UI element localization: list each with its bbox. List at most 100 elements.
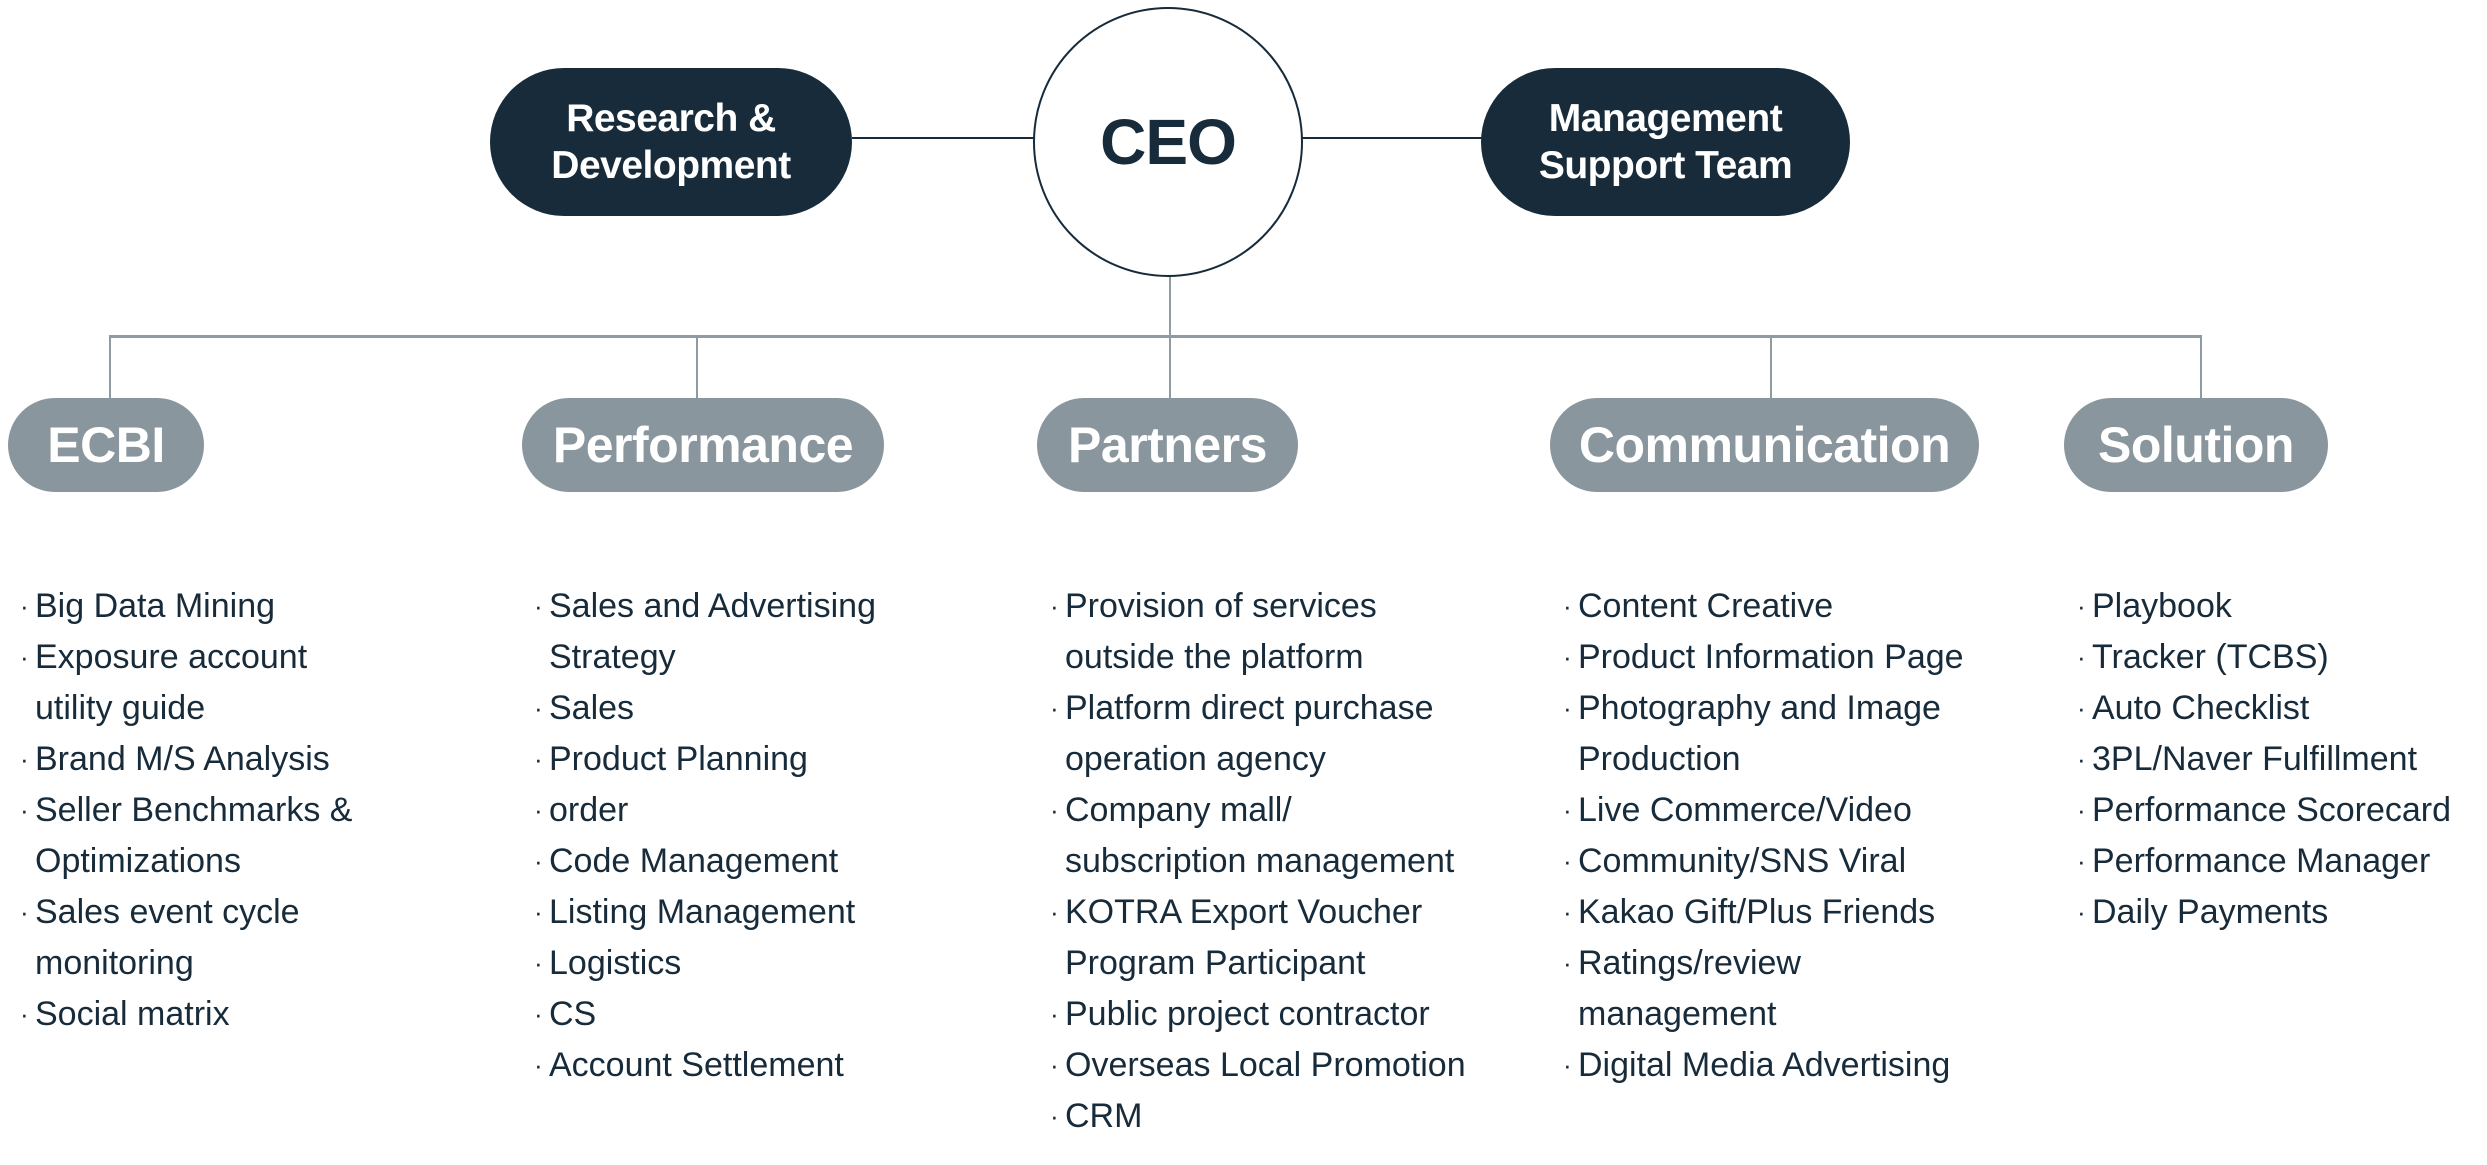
rnd-label: Research & Development	[551, 97, 791, 187]
task-item: ·3PL/Naver Fulfillment	[2077, 734, 2451, 785]
task-item: ·Community/SNS Viral	[1563, 836, 1964, 887]
task-item: ·CS	[534, 989, 876, 1040]
task-label: CRM	[1065, 1097, 1143, 1135]
bullet-icon: ·	[1050, 795, 1059, 825]
connector-ceo-mgmt	[1299, 137, 1482, 139]
bullet-icon: ·	[1050, 999, 1059, 1029]
bullet-icon: ·	[1563, 948, 1572, 978]
task-label: Sales event cycle monitoring	[35, 893, 300, 982]
bullet-icon: ·	[2077, 897, 2086, 927]
task-item: ·Seller Benchmarks & Optimizations	[20, 785, 353, 887]
task-item: ·Account Settlement	[534, 1040, 876, 1091]
bullet-icon: ·	[2077, 744, 2086, 774]
task-item: ·Big Data Mining	[20, 581, 352, 632]
task-label: Big Data Mining	[35, 587, 276, 625]
bullet-icon: ·	[1563, 642, 1572, 672]
task-label: Social matrix	[35, 995, 230, 1033]
dept-label: Partners	[1068, 417, 1267, 473]
bullet-icon: ·	[1050, 1050, 1059, 1080]
bullet-icon: ·	[1050, 591, 1059, 621]
task-item: ·Kakao Gift/Plus Friends	[1563, 887, 1964, 938]
connector-ecbi	[109, 335, 111, 399]
connector-communication	[1770, 335, 1772, 399]
bullet-icon: ·	[20, 897, 29, 927]
bullet-icon: ·	[1050, 897, 1059, 927]
task-item: ·Sales event cycle monitoring	[20, 887, 352, 989]
task-item: ·Tracker (TCBS)	[2077, 632, 2451, 683]
management-support-label: Management Support Team	[1538, 97, 1793, 187]
bullet-icon: ·	[534, 846, 543, 876]
bullet-icon: ·	[1050, 1101, 1059, 1131]
bullet-icon: ·	[2077, 693, 2086, 723]
task-label: Code Management	[549, 842, 839, 880]
dept-solution: Solution	[2064, 398, 2328, 492]
bullet-icon: ·	[2077, 846, 2086, 876]
task-item: ·Overseas Local Promotion	[1050, 1040, 1466, 1091]
task-item: ·Logistics	[534, 938, 876, 989]
task-label: Brand M/S Analysis	[35, 740, 330, 778]
task-label: Sales and Advertising Strategy	[549, 587, 876, 676]
task-label: Auto Checklist	[2092, 689, 2310, 727]
bullet-icon: ·	[2077, 591, 2086, 621]
bullet-icon: ·	[1563, 591, 1572, 621]
task-label: Product Planning	[549, 740, 808, 778]
task-label: Company mall/ subscription management	[1065, 791, 1455, 880]
task-item: ·Playbook	[2077, 581, 2451, 632]
task-item: ·Live Commerce/Video	[1563, 785, 1964, 836]
task-label: Provision of services outside the platfo…	[1065, 587, 1377, 676]
task-item: ·Digital Media Advertising	[1563, 1040, 1964, 1091]
task-item: ·Company mall/ subscription management	[1050, 785, 1466, 887]
dept-partners: Partners	[1037, 398, 1298, 492]
task-item: ·Ratings/review management	[1563, 938, 1964, 1040]
connector-performance	[696, 335, 698, 399]
bullet-icon: ·	[534, 1050, 543, 1080]
task-item: ·Photography and Image Production	[1563, 683, 1964, 785]
connector-solution	[2200, 335, 2202, 399]
management-support-node: Management Support Team	[1481, 68, 1850, 216]
task-label: Community/SNS Viral	[1578, 842, 1907, 880]
task-item: ·Performance Scorecard	[2077, 785, 2452, 836]
task-label: Product Information Page	[1578, 638, 1964, 676]
bullet-icon: ·	[20, 795, 29, 825]
rnd-node: Research & Development	[490, 68, 852, 216]
task-label: Sales	[549, 689, 635, 727]
task-label: Seller Benchmarks & Optimizations	[35, 791, 353, 880]
bullet-icon: ·	[20, 999, 29, 1029]
task-label: Tracker (TCBS)	[2092, 638, 2329, 676]
task-label: Performance Manager	[2092, 842, 2431, 880]
bullet-icon: ·	[534, 948, 543, 978]
task-item: ·Sales and Advertising Strategy	[534, 581, 876, 683]
task-item: ·Exposure account utility guide	[20, 632, 352, 734]
dept-label: Communication	[1578, 417, 1951, 473]
bullet-icon: ·	[1563, 1050, 1572, 1080]
dept-communication: Communication	[1550, 398, 1979, 492]
ceo-label: CEO	[1100, 106, 1237, 178]
performance-task-list: ·Sales and Advertising Strategy·Sales·Pr…	[534, 581, 876, 1091]
task-label: Listing Management	[549, 893, 856, 931]
task-item: ·Public project contractor	[1050, 989, 1466, 1040]
bullet-icon: ·	[20, 642, 29, 672]
bullet-icon: ·	[20, 744, 29, 774]
connector-rnd-ceo	[852, 137, 1035, 139]
task-label: Performance Scorecard	[2092, 791, 2452, 829]
bullet-icon: ·	[2077, 642, 2086, 672]
task-label: Ratings/review management	[1578, 944, 1801, 1033]
task-label: KOTRA Export Voucher Program Participant	[1065, 893, 1423, 982]
task-item: ·KOTRA Export Voucher Program Participan…	[1050, 887, 1466, 989]
task-item: ·Daily Payments	[2077, 887, 2451, 938]
task-item: ·Sales	[534, 683, 876, 734]
task-label: order	[549, 791, 629, 829]
task-label: Exposure account utility guide	[35, 638, 308, 727]
task-label: 3PL/Naver Fulfillment	[2092, 740, 2418, 778]
bullet-icon: ·	[534, 795, 543, 825]
bullet-icon: ·	[1050, 693, 1059, 723]
task-item: ·Provision of services outside the platf…	[1050, 581, 1466, 683]
task-label: Digital Media Advertising	[1578, 1046, 1951, 1084]
task-item: ·Social matrix	[20, 989, 352, 1040]
solution-task-list: ·Playbook·Tracker (TCBS)·Auto Checklist·…	[2077, 581, 2452, 938]
task-label: Daily Payments	[2092, 893, 2329, 931]
task-item: ·Brand M/S Analysis	[20, 734, 352, 785]
bullet-icon: ·	[1563, 897, 1572, 927]
task-item: ·Auto Checklist	[2077, 683, 2451, 734]
bullet-icon: ·	[1563, 693, 1572, 723]
